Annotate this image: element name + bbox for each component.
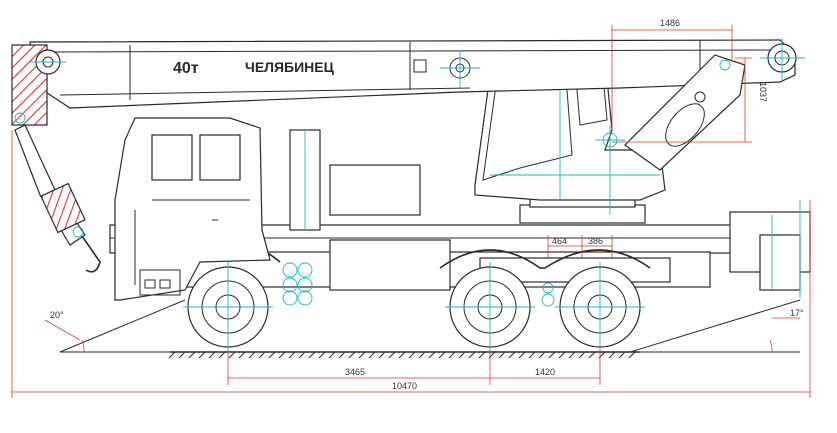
dim-cab-height: 1037 xyxy=(612,57,768,143)
logo-icon xyxy=(413,59,427,73)
dim-offset-b-label: 386 xyxy=(588,236,603,246)
wheelbase-front-label: 3465 xyxy=(345,367,365,377)
brand-label: ЧЕЛЯБИНЕЦ xyxy=(245,59,335,75)
approach-angle-lines xyxy=(44,299,190,353)
boom-head xyxy=(11,44,66,126)
wheel-rear xyxy=(555,262,645,352)
dim-offsets: 464 386 xyxy=(547,235,613,258)
dim-cab-offset: 1486 xyxy=(611,18,733,130)
overall-length-label: 10470 xyxy=(392,381,417,391)
dim-cab-height-label: 1037 xyxy=(758,82,768,102)
fuel-tank xyxy=(289,129,421,231)
departure-angle-label: 17° xyxy=(790,308,804,318)
boom-lift-arm xyxy=(624,54,746,171)
ground-line xyxy=(168,351,640,359)
capacity-label: 40т xyxy=(173,60,199,77)
truck-cab xyxy=(114,117,271,301)
wheel-middle xyxy=(445,262,535,352)
wheel-front xyxy=(183,262,273,352)
dim-wheelbase: 3465 1420 xyxy=(227,350,601,385)
hook-block xyxy=(14,124,101,273)
wheelbase-rear-label: 1420 xyxy=(535,367,555,377)
hydraulic-cylinders xyxy=(282,262,555,307)
crane-boom xyxy=(29,38,805,109)
departure-angle-lines xyxy=(629,299,801,353)
approach-angle-label: 20° xyxy=(50,310,64,320)
dim-cab-offset-label: 1486 xyxy=(660,18,680,28)
dim-offset-a-label: 464 xyxy=(552,236,567,246)
dim-overall-length: 10470 xyxy=(11,130,811,398)
